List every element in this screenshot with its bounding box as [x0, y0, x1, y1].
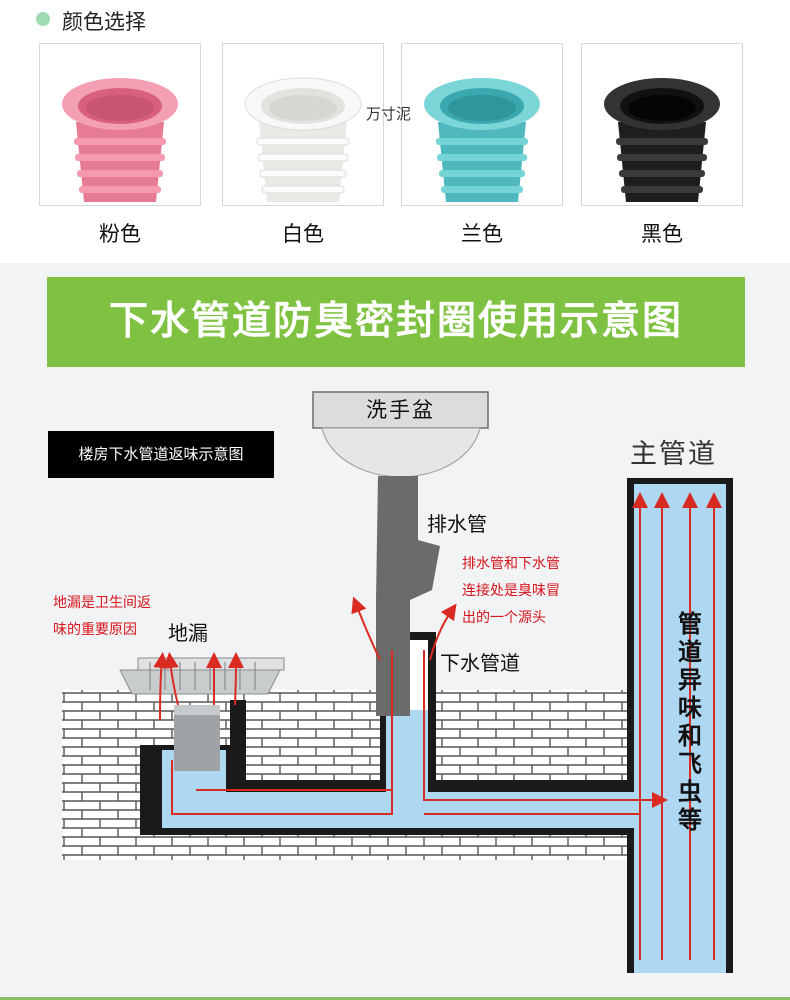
- banner: [47, 277, 745, 367]
- color-label-white: 白色: [282, 222, 324, 246]
- seal-ring-black-icon: [604, 78, 720, 202]
- pipe-diagram: [62, 391, 733, 973]
- floor-drain-cover: [119, 669, 281, 695]
- sewer-pipe-label: 下水管道: [440, 651, 520, 675]
- floor-drain-trap: [150, 700, 246, 780]
- color-label-black: 黑色: [641, 222, 683, 246]
- joint-note-line1: 排水管和下水管: [462, 556, 560, 572]
- color-option-black[interactable]: [581, 43, 743, 206]
- banner-title: 下水管道防臭密封圈使用示意图: [108, 299, 683, 344]
- color-label-pink: 粉色: [99, 222, 141, 246]
- color-label-blue: 兰色: [461, 222, 503, 246]
- basin-rim: [312, 391, 489, 429]
- floor-drain-note-line2: 味的重要原因: [53, 622, 137, 638]
- bullet-dot-icon: [36, 12, 50, 26]
- horizontal-pipe-water: [162, 640, 640, 828]
- seal-ring-blue-icon: [424, 78, 540, 202]
- section-title: 颜色选择: [62, 10, 146, 34]
- joint-note-line3: 出的一个源头: [462, 610, 546, 626]
- joint-note-line2: 连接处是臭味冒: [462, 583, 560, 599]
- color-option-blue[interactable]: [401, 43, 563, 206]
- watermark: 万寸泥: [366, 105, 412, 123]
- color-option-white[interactable]: [222, 43, 384, 206]
- floor-drain-cup: [174, 705, 220, 771]
- seal-ring-pink-icon: [62, 78, 178, 202]
- main-pipe-water: [634, 484, 726, 973]
- color-option-pink[interactable]: [39, 43, 201, 206]
- subtitle-box: [48, 431, 274, 478]
- main-pipe-note: 管道异味和飞虫等: [678, 610, 702, 834]
- seal-ring-white-icon: [244, 77, 362, 202]
- floor-drain-note-line1: 地漏是卫生间返: [53, 595, 151, 611]
- main-pipe-label: 主管道: [630, 439, 717, 470]
- bottom-divider: [0, 997, 790, 1000]
- basin-bowl: [321, 427, 481, 478]
- diagram-subtitle: 楼房下水管道返味示意图: [78, 445, 244, 463]
- floor-drain-label: 地漏: [168, 621, 208, 645]
- drain-pipe-label: 排水管: [427, 512, 487, 536]
- basin-label: 洗手盆: [366, 398, 435, 422]
